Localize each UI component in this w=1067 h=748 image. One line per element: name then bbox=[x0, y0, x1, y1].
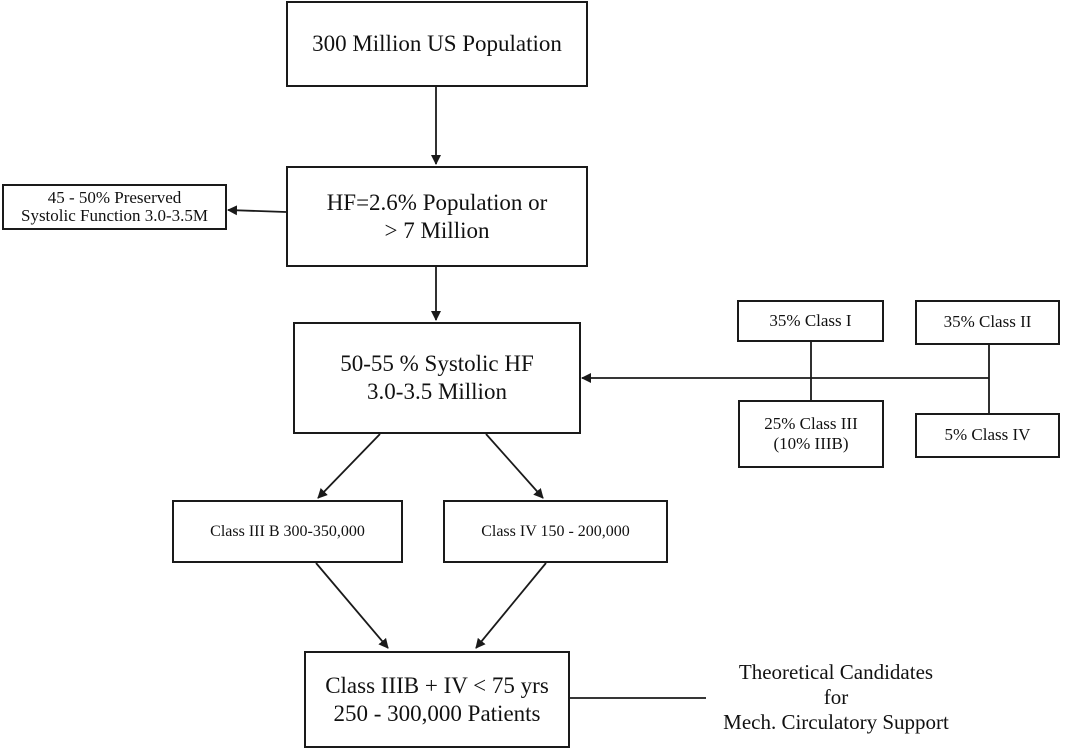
class-2-node: 35% Class II bbox=[915, 300, 1060, 345]
class-3b-count-node: Class III B 300-350,000 bbox=[172, 500, 403, 563]
hf-population-node: HF=2.6% Population or > 7 Million bbox=[286, 166, 588, 267]
candidates-node: Class IIIB + IV < 75 yrs 250 - 300,000 P… bbox=[304, 651, 570, 748]
annotation-line2: for bbox=[823, 685, 849, 710]
class-3-node: 25% Class III (10% IIIB) bbox=[738, 400, 884, 468]
arrow-class4-to-candidates bbox=[475, 562, 547, 649]
us-population-node: 300 Million US Population bbox=[286, 1, 588, 87]
class-1-label: 35% Class I bbox=[769, 310, 852, 330]
systolic-hf-line1: 50-55 % Systolic HF bbox=[340, 351, 534, 377]
systolic-hf-node: 50-55 % Systolic HF 3.0-3.5 Million bbox=[293, 322, 581, 434]
class-2-label: 35% Class II bbox=[943, 312, 1032, 332]
arrow-systolic-to-class3b bbox=[317, 433, 381, 499]
hf-population-line1: HF=2.6% Population or bbox=[326, 189, 548, 215]
us-population-label: 300 Million US Population bbox=[312, 31, 562, 57]
candidates-line2: 250 - 300,000 Patients bbox=[333, 700, 541, 726]
class-3-line1: 25% Class III bbox=[764, 413, 858, 433]
hf-population-line2: > 7 Million bbox=[384, 217, 490, 243]
class-4-node: 5% Class IV bbox=[915, 413, 1060, 458]
systolic-hf-line2: 3.0-3.5 Million bbox=[367, 379, 507, 404]
annotation-line3: Mech. Circulatory Support bbox=[723, 710, 949, 735]
class-1-node: 35% Class I bbox=[737, 300, 884, 342]
preserved-systolic-line2: Systolic Function 3.0-3.5M bbox=[20, 206, 208, 225]
annotation-line1: Theoretical Candidates bbox=[738, 660, 934, 684]
candidates-annotation: Theoretical Candidates for Mech. Circula… bbox=[686, 660, 986, 736]
candidates-line1: Class IIIB + IV < 75 yrs bbox=[325, 672, 549, 698]
class-4-count-label: Class IV 150 - 200,000 bbox=[481, 522, 630, 540]
preserved-systolic-node: 45 - 50% Preserved Systolic Function 3.0… bbox=[2, 184, 227, 230]
arrow-systolic-to-class4 bbox=[485, 433, 544, 499]
arrow-hf-to-preserved bbox=[227, 205, 287, 216]
class-4-label: 5% Class IV bbox=[944, 425, 1031, 445]
arrow-class3b-to-candidates bbox=[315, 562, 389, 649]
class-4-count-node: Class IV 150 - 200,000 bbox=[443, 500, 668, 563]
preserved-systolic-line1: 45 - 50% Preserved bbox=[47, 188, 182, 208]
class-3b-count-label: Class III B 300-350,000 bbox=[210, 522, 365, 540]
class-3-line2: (10% IIIB) bbox=[773, 434, 849, 453]
